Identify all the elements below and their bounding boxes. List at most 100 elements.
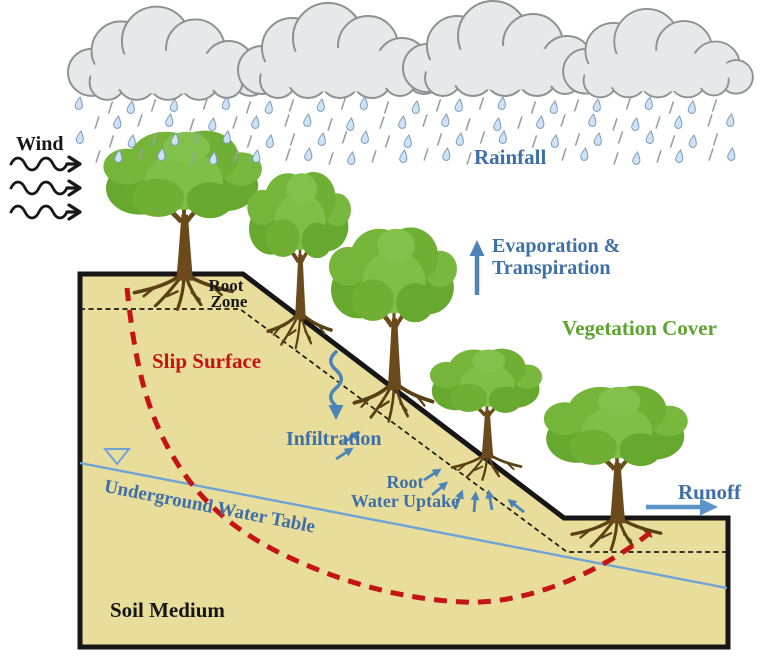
- rain-streak-icon: [340, 97, 347, 110]
- soil-block: [77, 271, 731, 650]
- rain-streak-icon: [189, 118, 195, 131]
- infiltration-label: Infiltration: [286, 428, 382, 450]
- rain-streak-icon: [561, 148, 567, 161]
- rain-streak-icon: [707, 114, 713, 127]
- raindrop-icon: [346, 150, 357, 166]
- water-table-line: [79, 461, 728, 590]
- raindrop-icon: [264, 99, 275, 115]
- raindrop-icon: [126, 99, 137, 115]
- rain-streak-icon: [285, 148, 291, 161]
- rain-streak-icon: [479, 131, 486, 144]
- cloud-4: [562, 8, 754, 99]
- svg-text:Root: Root: [209, 276, 244, 295]
- rain-streak-icon: [669, 135, 676, 148]
- raindrop-icon: [164, 112, 175, 128]
- rain-streak-icon: [574, 133, 581, 146]
- raindrop-icon: [535, 114, 546, 130]
- root-zone-boundary-line: [80, 308, 728, 553]
- svg-text:Transpiration: Transpiration: [492, 257, 611, 279]
- rain-streak-icon: [245, 101, 252, 114]
- raindrop-icon: [360, 129, 371, 145]
- rain-streak-icon: [422, 114, 428, 127]
- raindrop-icon: [688, 133, 699, 149]
- water-table-marker-icon: [102, 448, 132, 466]
- raindrop-icon: [303, 146, 314, 162]
- raindrop-icon: [207, 116, 218, 132]
- rain-streak-icon: [655, 116, 661, 129]
- rain-streak-icon: [423, 148, 429, 161]
- soil-medium-label: Soil Medium: [110, 598, 225, 622]
- raindrop-icon: [265, 133, 276, 149]
- raindrop-icon: [345, 116, 356, 132]
- wind-arrows: [9, 155, 82, 221]
- rain-streak-icon: [560, 114, 566, 127]
- raindrop-icon: [587, 112, 598, 128]
- raindrop-icon: [250, 114, 261, 130]
- rain-streak-icon: [379, 116, 385, 129]
- raindrop-icon: [687, 99, 698, 115]
- evaporation-arrow: [469, 240, 485, 295]
- rain-streak-icon: [617, 131, 624, 144]
- rain-streak-icon: [246, 135, 253, 148]
- slip-surface-label: Slip Surface: [152, 349, 261, 373]
- raindrop-icon: [359, 95, 370, 111]
- rain-streak-icon: [284, 114, 290, 127]
- raindrop-icon: [593, 131, 604, 147]
- rain-streak-icon: [613, 152, 619, 165]
- raindrop-icon: [302, 112, 313, 128]
- raindrop-icon: [222, 129, 233, 145]
- runoff-label: Runoff: [678, 480, 742, 504]
- rain-streak-icon: [371, 150, 377, 163]
- svg-text:Root: Root: [387, 472, 424, 492]
- rain-streak-icon: [517, 116, 523, 129]
- svg-text:Evaporation &: Evaporation &: [492, 235, 620, 257]
- rain-streak-icon: [383, 101, 390, 114]
- raindrop-icon: [630, 116, 641, 132]
- raindrop-icon: [673, 114, 684, 130]
- rain-streak-icon: [668, 101, 675, 114]
- rain-streak-icon: [327, 118, 333, 131]
- raindrop-icon: [75, 129, 86, 145]
- runoff-arrow: [646, 498, 718, 516]
- raindrop-icon: [579, 146, 590, 162]
- raindrop-icon: [397, 114, 408, 130]
- raindrop-icon: [440, 112, 451, 128]
- rain-streak-icon: [107, 101, 114, 114]
- root-water-uptake-label: Root Water Uptake: [351, 472, 459, 511]
- rain-streak-icon: [436, 133, 443, 146]
- raindrop-icon: [112, 114, 123, 130]
- raindrop-icon: [592, 97, 603, 113]
- raindrop-icon: [411, 99, 422, 115]
- rain-streak-icon: [612, 118, 618, 131]
- rain-streak-icon: [137, 114, 143, 127]
- rain-streak-icon: [466, 152, 472, 165]
- rainfall-label: Rainfall: [474, 145, 547, 169]
- raindrop-icon: [549, 99, 560, 115]
- rain-streak-icon: [435, 99, 442, 112]
- rain-streak-icon: [625, 97, 632, 110]
- rain-streak-icon: [478, 97, 485, 110]
- clouds: [67, 0, 754, 101]
- raindrop-icon: [127, 133, 138, 149]
- rain-streak-icon: [288, 99, 295, 112]
- raindrop-icon: [403, 133, 414, 149]
- rain-streak-icon: [95, 150, 101, 163]
- raindrop-icon: [631, 150, 642, 166]
- wind-label: Wind: [16, 133, 63, 155]
- raindrop-icon: [454, 97, 465, 113]
- rain-streak-icon: [465, 118, 471, 131]
- rain-streak-icon: [708, 148, 714, 161]
- raindrop-icon: [645, 129, 656, 145]
- raindrop-icon: [726, 146, 737, 162]
- rain-streak-icon: [328, 152, 334, 165]
- raindrop-icon: [455, 131, 466, 147]
- rain-streak-icon: [341, 131, 348, 144]
- raindrop-icon: [497, 95, 508, 111]
- vegetation-cover-label: Vegetation Cover: [562, 316, 717, 340]
- rain-streak-icon: [573, 99, 580, 112]
- rain-streak-icon: [711, 99, 718, 112]
- raindrop-icon: [725, 112, 736, 128]
- raindrop-icon: [398, 148, 409, 164]
